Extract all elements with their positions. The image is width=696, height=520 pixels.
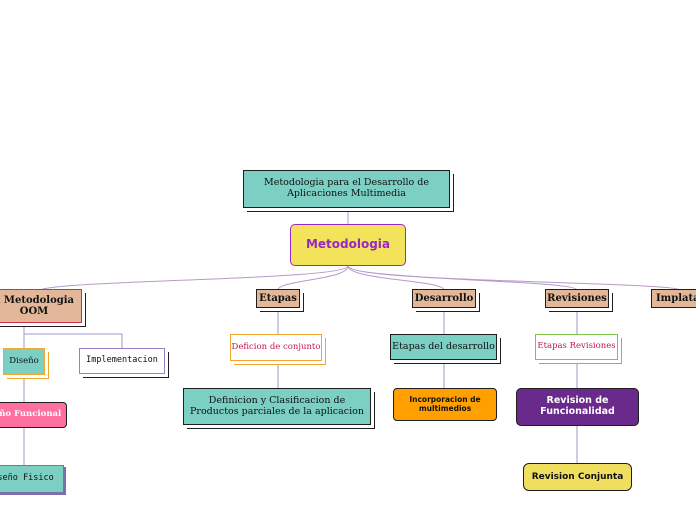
branch-revisiones[interactable]: Revisiones (545, 289, 609, 308)
branch-etapas[interactable]: Etapas (256, 289, 300, 308)
node-implementacion[interactable]: Implementacion (79, 348, 165, 374)
node-definicion-clasificacion[interactable]: Definicion y Clasificacion de Productos … (183, 388, 371, 425)
title-label: Metodologia para el Desarrollo de Aplica… (264, 177, 429, 199)
node-etapas-revisiones-label: Etapas Revisiones (537, 341, 616, 352)
node-revision-conjunta-label: Revision Conjunta (531, 471, 624, 482)
branch-revisiones-label: Revisiones (547, 292, 607, 304)
branch-desarrollo[interactable]: Desarrollo (412, 289, 476, 308)
node-definicion-conjunto-label: Deficion de conjunto (231, 341, 321, 352)
branch-desarrollo-label: Desarrollo (414, 292, 474, 304)
central-node[interactable]: Metodologia (290, 224, 406, 266)
node-etapas-desarrollo-label: Etapas del desarrollo (392, 340, 495, 352)
node-diseno-fisico[interactable]: iseño Fisico (0, 465, 64, 493)
branch-oom-label: a Metodologia OOM (0, 294, 75, 318)
branch-implatacion-label: Implata (656, 292, 696, 304)
node-diseno-fisico-label: iseño Fisico (0, 473, 54, 484)
node-implementacion-label: Implementacion (86, 355, 158, 366)
node-revision-funcionalidad-label: Revision de Funcionalidad (540, 395, 615, 417)
connector-central-oom (39, 265, 349, 291)
node-diseno-funcional[interactable]: iseño Funcional (0, 402, 67, 428)
node-diseno-label: Diseño (9, 355, 39, 366)
node-revision-funcionalidad[interactable]: Revision de Funcionalidad (516, 388, 639, 426)
node-definicion-clasificacion-label: Definicion y Clasificacion de Productos … (190, 394, 364, 417)
connector-oom-implementacion (24, 333, 123, 348)
connector-central-desarrollo (347, 265, 445, 291)
node-etapas-desarrollo[interactable]: Etapas del desarrollo (390, 334, 497, 360)
node-definicion-conjunto[interactable]: Deficion de conjunto (230, 334, 322, 361)
branch-implatacion[interactable]: Implata (651, 289, 696, 308)
node-diseno[interactable]: Diseño (3, 348, 45, 375)
node-etapas-revisiones[interactable]: Etapas Revisiones (535, 334, 618, 360)
node-incorporacion[interactable]: Incorporacion de multimedios (393, 388, 497, 421)
connector-central-etapas (277, 265, 349, 291)
connector-central-implatacion (347, 265, 681, 291)
central-label: Metodologia (305, 237, 391, 252)
node-revision-conjunta[interactable]: Revision Conjunta (523, 463, 632, 491)
branch-oom[interactable]: a Metodologia OOM (0, 289, 82, 323)
branch-etapas-label: Etapas (259, 292, 297, 304)
node-diseno-funcional-label: iseño Funcional (0, 409, 62, 420)
title-node[interactable]: Metodologia para el Desarrollo de Aplica… (243, 170, 450, 208)
node-incorporacion-label: Incorporacion de multimedios (409, 394, 481, 413)
